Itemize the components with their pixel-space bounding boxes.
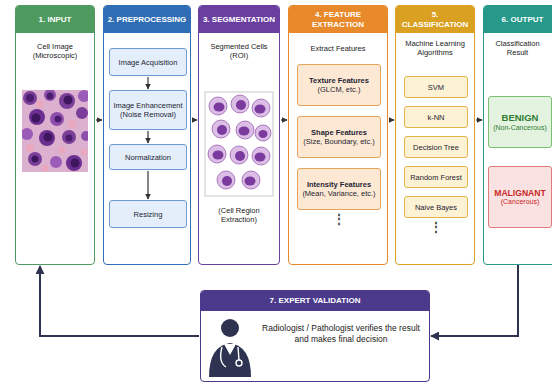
panel-text: Segmented Cells (ROI) [203,42,275,61]
ellipsis-mark: ⋮ [329,213,349,225]
box-label: (Non-Cancerous) [493,124,547,132]
algorithm-box: Decision Tree [404,136,468,158]
box-label: Image Acquisition [119,58,178,67]
stage-heading: 3. SEGMENTATION [199,6,279,33]
feedback-arrow [431,265,518,336]
panel-text: Classification Result [488,39,547,58]
box-label: (GLCM, etc.) [318,85,361,94]
box-label: Decision Tree [413,143,459,152]
panel-text: Cell Image (Microscopic) [20,42,90,61]
flow-arrow [476,119,482,120]
stage-panel: 3. SEGMENTATION Segmented Cells (ROI) (Cel… [198,5,280,265]
stage-heading: 1. INPUT [16,6,94,33]
feedback-arrow [40,266,199,336]
stage-panel: 2. PREPROCESSING Image AcquisitionImage E… [103,5,191,265]
validation-panel: 7. EXPERT VALIDATION Radiologist / Pathol… [200,290,430,382]
flow-arrow [281,119,287,120]
segmented-cells-image [205,92,273,196]
box-label: Normalization [125,153,171,162]
flow-arrow [96,119,102,120]
box-label: Image Enhancement (Noise Removal) [113,101,183,119]
feature-box: Shape Features(Size, Boundary, etc.) [297,116,381,158]
flow-arrow [147,171,148,199]
box-label: Shape Features [311,128,367,137]
flow-arrow [192,119,197,120]
stage-heading: 4. FEATURE EXTRACTION [289,6,387,33]
stage-heading: 5. CLASSIFICATION [396,6,474,33]
panel-text: Machine Learning Algorithms [400,39,470,58]
step-box: Image Acquisition [109,48,187,76]
box-label: SVM [428,83,444,92]
step-box: Image Enhancement (Noise Removal) [109,90,187,130]
stage-heading: 2. PREPROCESSING [104,6,190,33]
box-label: Resizing [134,210,163,219]
algorithm-box: SVM [404,76,468,98]
box-label: (Size, Boundary, etc.) [303,137,375,146]
box-label: Naive Bayes [415,203,457,212]
box-label: k-NN [427,113,444,122]
algorithm-box: k-NN [404,106,468,128]
stage-panel: 1. INPUT Cell Image (Microscopic) [15,5,95,265]
result-box: BENIGN(Non-Cancerous) [488,96,552,148]
stage-panel: 6. OUTPUT Classification ResultBENIGN(Non… [483,5,552,265]
step-box: Normalization [109,144,187,170]
box-label: (Cancerous) [501,198,540,206]
result-box: MALIGNANT(Cancerous) [488,166,552,228]
box-label: Texture Features [309,76,369,85]
panel-text: Extract Features [293,44,383,53]
feature-box: Texture Features(GLCM, etc.) [297,64,381,106]
panel-text: (Cell Region Extraction) [203,206,275,225]
step-box: Resizing [109,200,187,228]
flow-arrow [389,119,394,120]
stage-panel: 4. FEATURE EXTRACTION Extract FeaturesTex… [288,5,388,265]
box-label: Intensity Features [307,180,371,189]
box-label: Random Forest [410,173,462,182]
flow-arrow [147,131,148,143]
box-label: MALIGNANT [494,188,546,198]
panel-text: Radiologist / Pathologist verifies the r… [259,323,423,344]
box-label: (Mean, Variance, etc.) [302,189,375,198]
stage-heading: 6. OUTPUT [484,6,552,33]
algorithm-box: Naive Bayes [404,196,468,218]
box-label: BENIGN [502,112,539,123]
flow-arrow [147,77,148,89]
ellipsis-mark: ⋮ [426,221,446,233]
stage-heading: 7. EXPERT VALIDATION [201,291,429,311]
microscope-image [22,90,88,172]
doctor-icon [209,319,251,377]
algorithm-box: Random Forest [404,166,468,188]
feature-box: Intensity Features(Mean, Variance, etc.) [297,168,381,210]
